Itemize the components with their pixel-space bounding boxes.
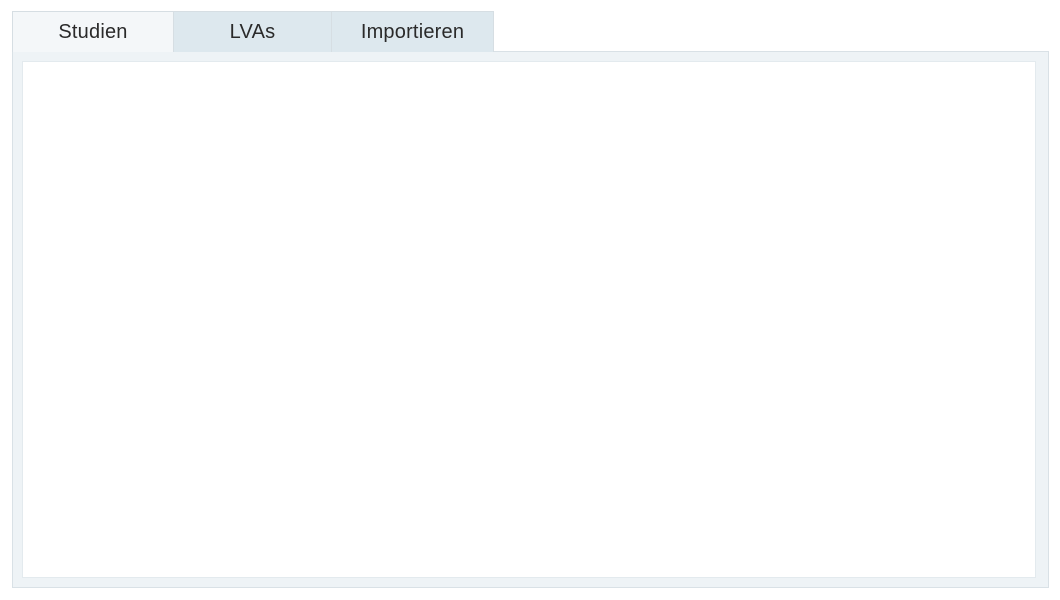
tab-importieren[interactable]: Importieren [331,11,494,52]
tab-studien[interactable]: Studien [12,11,174,52]
tab-lvas[interactable]: LVAs [173,11,332,52]
content-area [22,61,1036,578]
tab-importieren-label: Importieren [360,20,465,43]
tab-bar: Studien LVAs Importieren [12,11,494,52]
tab-lvas-label: LVAs [229,20,276,43]
tab-studien-label: Studien [58,20,128,43]
tab-panel [12,51,1049,588]
